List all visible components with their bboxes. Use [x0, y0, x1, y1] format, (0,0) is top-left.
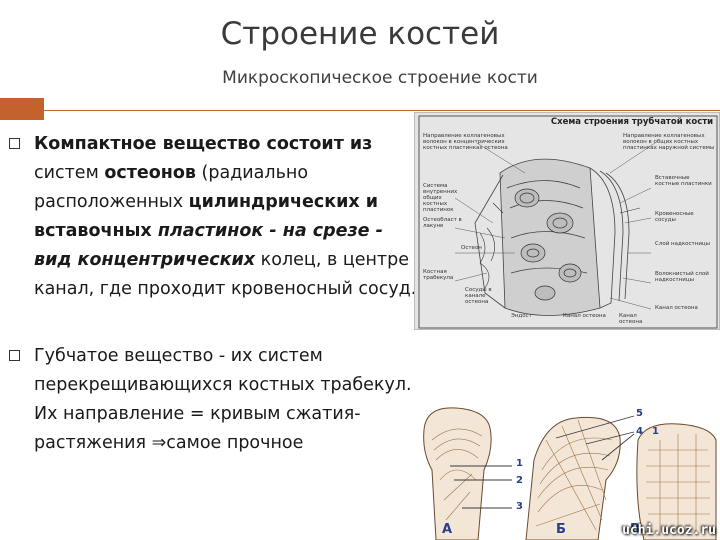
text-run: Губчатое вещество - [34, 346, 231, 366]
accent-divider [44, 110, 720, 111]
text-run: Компактное вещество состоит из [34, 134, 373, 154]
text-run: систем [34, 163, 105, 183]
text-run: их систем перекрещивающихся костных траб… [34, 346, 412, 453]
diagram-label: Остеон [461, 245, 482, 251]
figure-letter-label: В [630, 522, 640, 537]
diagram-label: Вставочные костные пластинки [655, 175, 712, 187]
text-run: колец, в центре канал, где проходит кров… [34, 250, 417, 299]
slide-title: Строение костей [220, 16, 500, 52]
watermark: uchi.ucoz.ru [622, 523, 716, 538]
bullet-text: Компактное вещество состоит из систем ос… [34, 130, 419, 304]
diagram-label: Система внутренних общих костных пластин… [423, 183, 458, 213]
bone-schema-drawing [418, 115, 718, 329]
diagram-label: Направление коллагеновых волокон в общих… [623, 133, 715, 151]
diagram-label: Направление коллагеновых волокон в конце… [423, 133, 508, 151]
square-bullet-icon [9, 138, 20, 149]
figure-letter-label: Б [556, 522, 566, 537]
diagram-label: Эндост [511, 313, 532, 319]
trabeculae-figure: 1 2 3 5 4 1 А Б В uchi.ucoz.ru [416, 400, 720, 540]
bone-structure-diagram: Схема строения трубчатой кости Направлен… [414, 112, 720, 330]
slide-subtitle: Микроскопическое строение кости [222, 68, 538, 88]
figure-number-label: 5 [636, 408, 643, 419]
text-run: остеонов [104, 163, 196, 183]
square-bullet-icon [9, 350, 20, 361]
text-run: самое прочное [166, 433, 304, 453]
figure-letter-label: А [442, 522, 453, 537]
figure-number-label: 2 [516, 475, 523, 486]
diagram-title: Схема строения трубчатой кости [550, 117, 714, 127]
text-run: пластинок - на срезе - вид концентрическ… [34, 221, 383, 270]
figure-number-label: 1 [652, 426, 659, 437]
accent-block [0, 98, 44, 120]
text-run: цилиндрических и вставочных [34, 192, 379, 241]
diagram-label: Канал остеона [619, 313, 643, 325]
figure-number-label: 1 [516, 458, 523, 469]
diagram-label: Канал остеона [563, 313, 606, 319]
figure-number-label: 4 [636, 426, 643, 437]
diagram-label: Костная трабекула [423, 269, 454, 281]
diagram-label: Волокнистый слой надкостницы [655, 271, 709, 283]
diagram-label: Остеобласт в лакуне [423, 217, 462, 229]
figure-number-label: 3 [516, 501, 523, 512]
bullet-text: Губчатое вещество - их систем перекрещив… [34, 342, 419, 458]
diagram-label: Канал остеона [655, 305, 698, 311]
diagram-label: Сосуды в канале остеона [465, 287, 492, 305]
diagram-label: Кровеносные сосуды [655, 211, 694, 223]
trabeculae-drawing [423, 407, 717, 540]
implies-arrow-icon: ⇒ [151, 433, 167, 453]
diagram-label: Слой надкостницы [655, 241, 710, 247]
text-run: (радиально расположенных [34, 163, 309, 212]
